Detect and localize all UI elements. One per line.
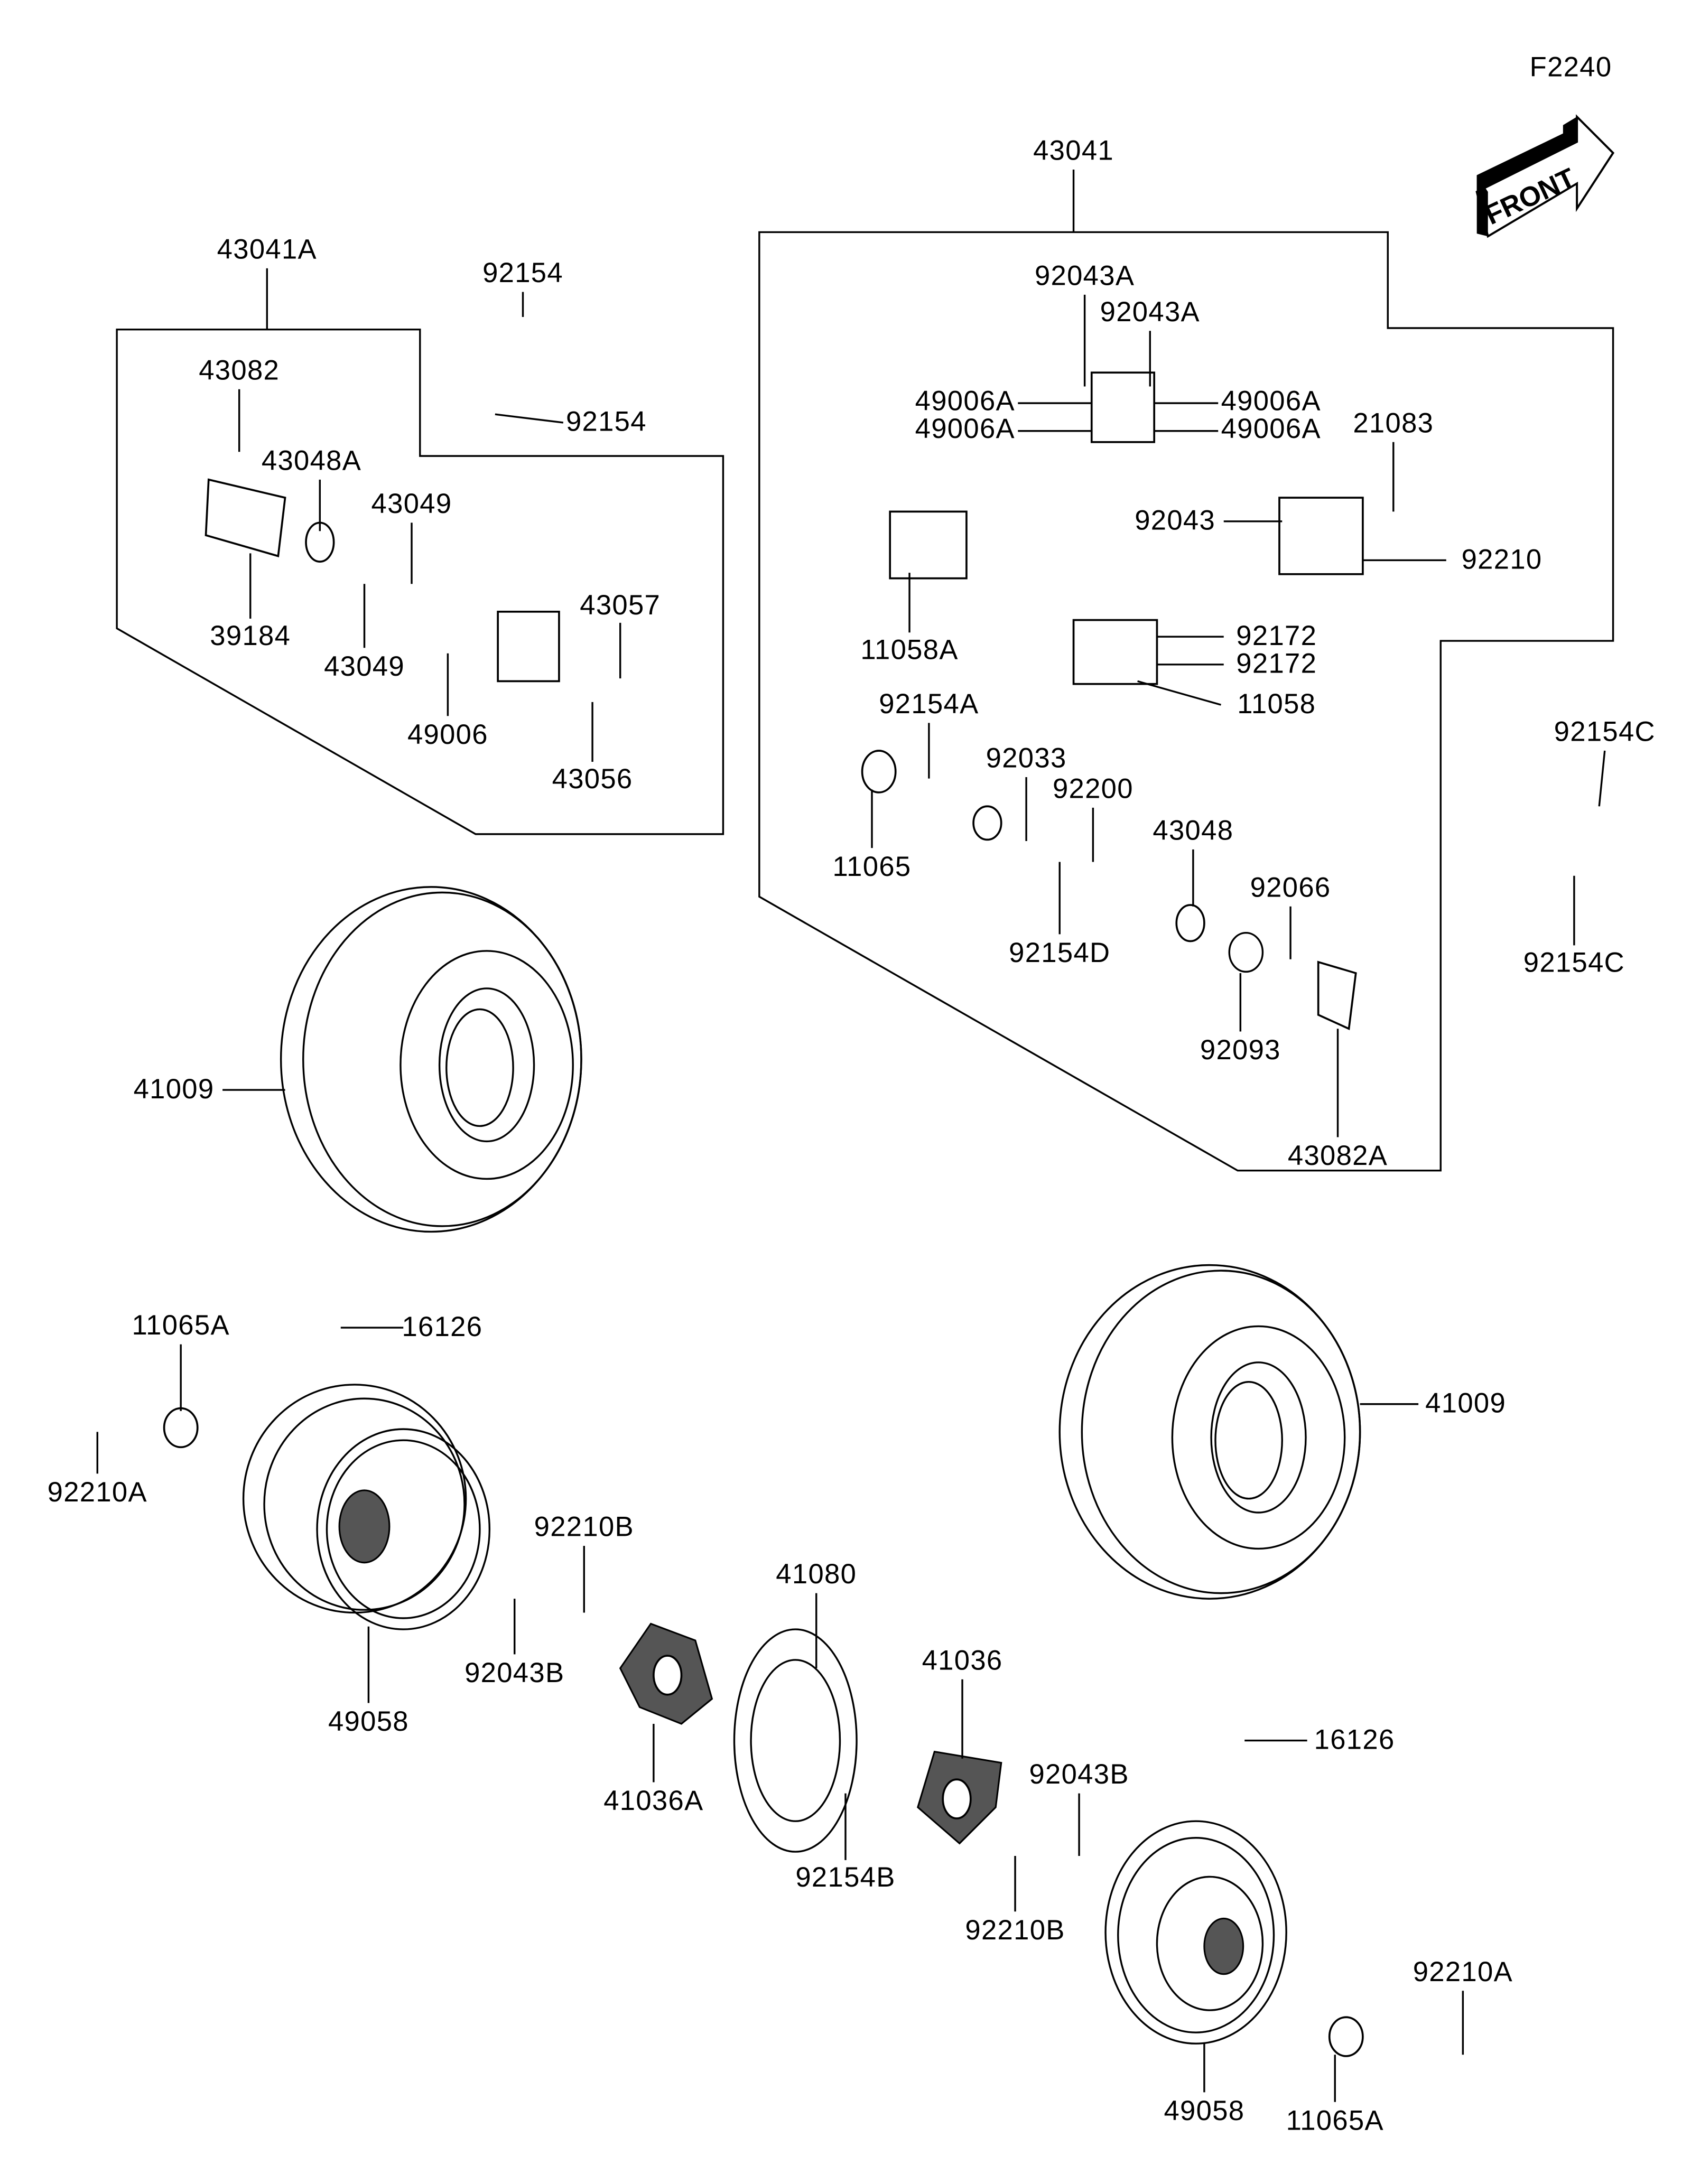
part-label-92154B[interactable]: 92154B: [795, 1862, 895, 1893]
part-label-92043[interactable]: 92043: [1135, 505, 1215, 536]
part-label-92172[interactable]: 92172: [1236, 648, 1317, 679]
part-label-92154A[interactable]: 92154A: [879, 688, 979, 720]
tire-lower: [1058, 1264, 1361, 1600]
part-label-92210[interactable]: 92210: [1462, 544, 1543, 575]
hub-41036: [917, 1750, 1002, 1845]
part-label-92066[interactable]: 92066: [1250, 872, 1331, 903]
part-label-43057[interactable]: 43057: [580, 590, 661, 621]
part-label-41009[interactable]: 41009: [134, 1074, 215, 1105]
hub-41036A: [619, 1622, 713, 1725]
leader-line: [495, 413, 564, 424]
part-label-92154C[interactable]: 92154C: [1523, 947, 1625, 978]
part-label-41036[interactable]: 41036: [922, 1645, 1003, 1676]
part-label-92043A[interactable]: 92043A: [1100, 296, 1200, 328]
part-label-16126[interactable]: 16126: [402, 1311, 482, 1342]
part-label-92033[interactable]: 92033: [986, 743, 1067, 774]
part-label-43082A[interactable]: 43082A: [1288, 1140, 1388, 1171]
part-label-11058A[interactable]: 11058A: [860, 634, 958, 665]
part-label-92154D[interactable]: 92154D: [1009, 937, 1110, 968]
part-label-92043B[interactable]: 92043B: [1029, 1759, 1129, 1790]
part-label-49006A[interactable]: 49006A: [1221, 413, 1321, 444]
part-label-21083[interactable]: 21083: [1353, 407, 1434, 438]
part-label-43041[interactable]: 43041: [1033, 135, 1114, 166]
part-label-43049[interactable]: 43049: [371, 488, 452, 519]
part-label-43041A[interactable]: 43041A: [217, 234, 317, 265]
part-label-11065[interactable]: 11065: [833, 851, 912, 882]
part-label-92210A[interactable]: 92210A: [48, 1477, 147, 1508]
part-label-49006[interactable]: 49006: [407, 719, 488, 750]
part-label-11058[interactable]: 11058: [1237, 688, 1316, 720]
part-label-11065A[interactable]: 11065A: [1286, 2105, 1384, 2136]
tire-upper: [280, 886, 582, 1233]
part-label-16126[interactable]: 16126: [1314, 1724, 1395, 1755]
part-label-49006A[interactable]: 49006A: [915, 413, 1015, 444]
leader-lines: [96, 170, 1606, 2102]
part-label-49006A[interactable]: 49006A: [915, 385, 1015, 416]
part-labels: 43041 43041A 92154 92154 43082 43048A 43049 430…: [48, 135, 1656, 2136]
part-label-41009[interactable]: 41009: [1425, 1388, 1506, 1419]
brake-disc: [733, 1628, 858, 1853]
part-label-43056[interactable]: 43056: [552, 763, 633, 795]
part-label-49006A[interactable]: 49006A: [1221, 385, 1321, 416]
figure-code: F2240: [1530, 52, 1612, 83]
leader-line: [1598, 750, 1606, 807]
part-label-92043A[interactable]: 92043A: [1035, 260, 1135, 291]
part-label-41080[interactable]: 41080: [776, 1558, 857, 1590]
part-label-92210A[interactable]: 92210A: [1413, 1956, 1513, 1987]
part-label-11065A[interactable]: 11065A: [132, 1310, 229, 1341]
part-label-43048A[interactable]: 43048A: [262, 445, 361, 476]
part-label-49058[interactable]: 49058: [328, 1706, 409, 1737]
part-label-39184[interactable]: 39184: [210, 620, 291, 651]
part-label-92154[interactable]: 92154: [482, 257, 563, 288]
part-label-92154[interactable]: 92154: [566, 406, 647, 437]
part-label-49058[interactable]: 49058: [1164, 2095, 1244, 2126]
part-label-92093[interactable]: 92093: [1200, 1034, 1281, 1066]
part-label-43049[interactable]: 43049: [324, 651, 405, 682]
part-label-43048[interactable]: 43048: [1153, 815, 1233, 846]
caliper-parts: [163, 371, 1364, 2057]
part-label-92172[interactable]: 92172: [1236, 620, 1317, 651]
part-label-92210B[interactable]: 92210B: [965, 1915, 1065, 1946]
wheel-rim-right: [1104, 1820, 1287, 2045]
wheel-rim-left: [242, 1384, 491, 1630]
group-box-43041: [758, 231, 1614, 1172]
leader-line: [1137, 680, 1221, 706]
part-label-41036A[interactable]: 41036A: [603, 1785, 703, 1816]
group-box-43041A: [116, 328, 724, 835]
part-label-92210B[interactable]: 92210B: [534, 1511, 634, 1543]
part-label-92154C[interactable]: 92154C: [1554, 716, 1656, 748]
part-label-92043B[interactable]: 92043B: [464, 1657, 564, 1688]
front-arrow-icon: FRONT: [1475, 114, 1615, 238]
part-label-43082[interactable]: 43082: [199, 354, 280, 386]
part-label-92200[interactable]: 92200: [1053, 773, 1133, 804]
